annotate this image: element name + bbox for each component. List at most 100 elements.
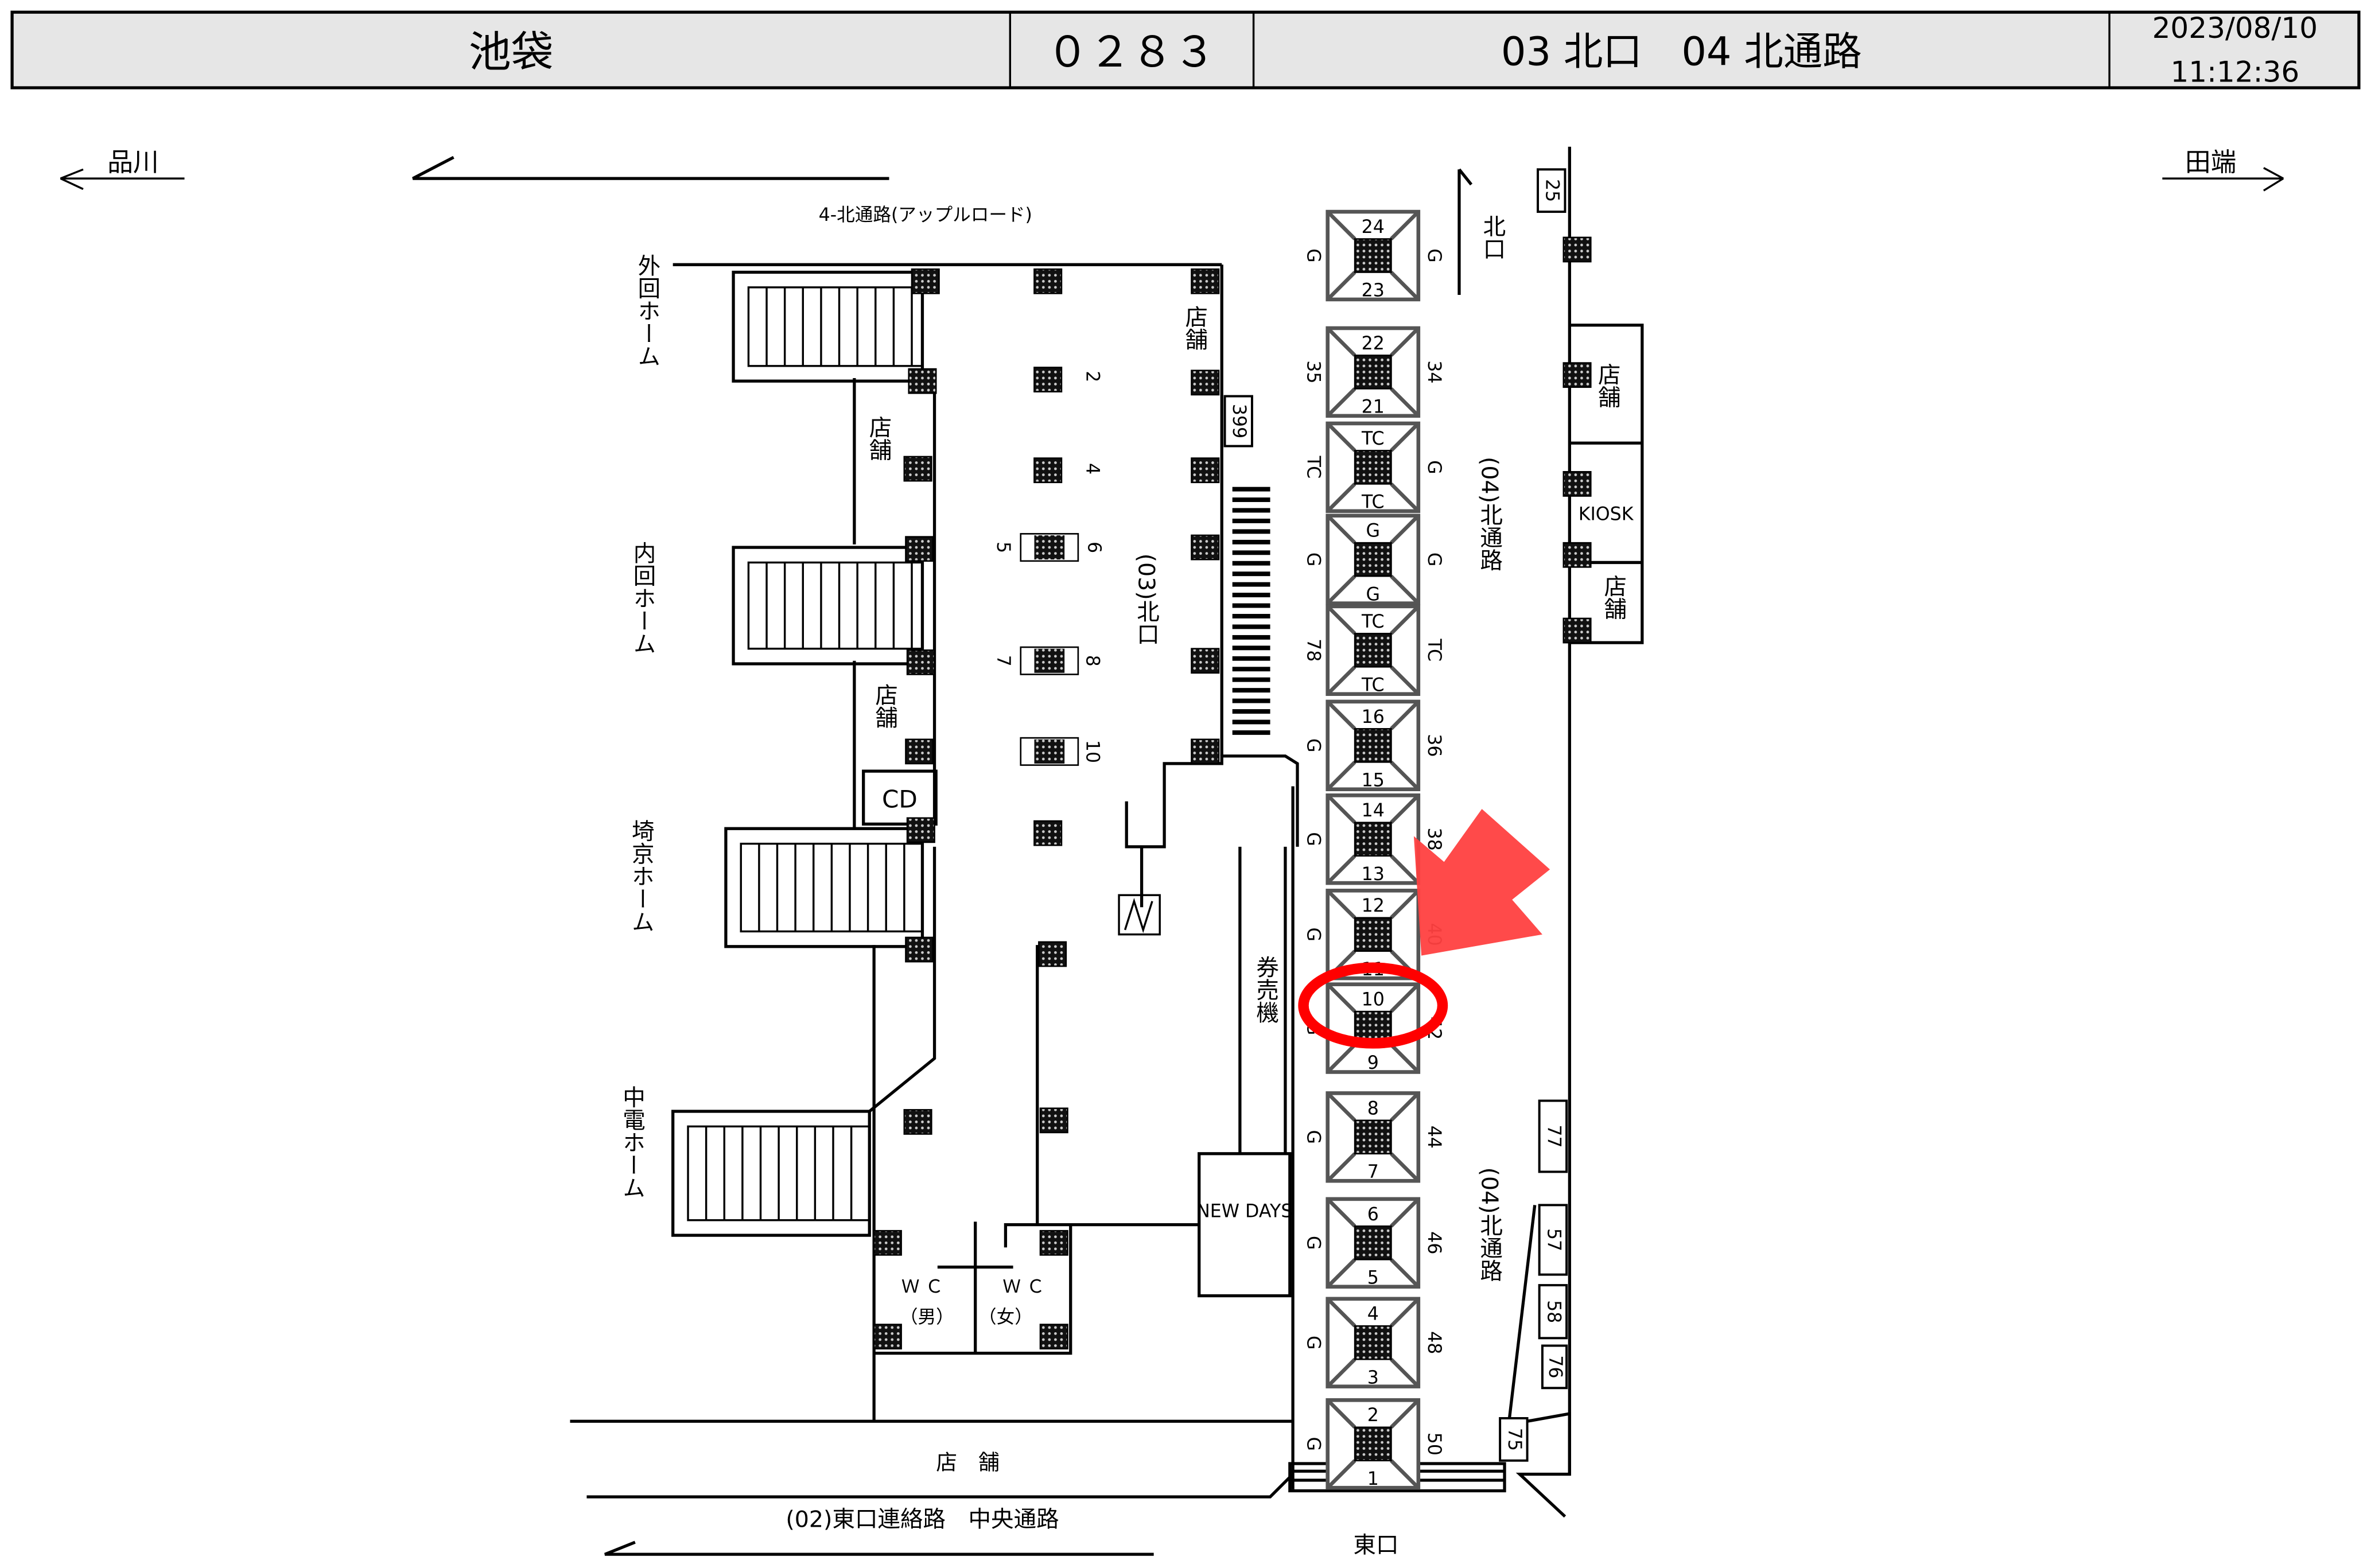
number-box — [1538, 1284, 1568, 1340]
gate-top-label: TC — [1361, 429, 1385, 449]
step — [1232, 561, 1270, 566]
gate-left-label: G — [1303, 1130, 1323, 1145]
step — [1232, 550, 1270, 555]
gate-marker — [1033, 367, 1063, 392]
pointer-arrow — [1413, 808, 1550, 956]
gate-diagonal — [1326, 854, 1356, 885]
step — [1232, 624, 1270, 629]
gate-diagonal — [1326, 326, 1356, 357]
shop-label-3: 店舗 — [872, 683, 898, 729]
gate-marker — [906, 649, 935, 675]
gate-right-label: 44 — [1424, 1126, 1444, 1149]
gate-number: 10 — [1082, 740, 1103, 763]
track-line-top — [412, 155, 889, 180]
gate-top-label: TC — [1361, 612, 1385, 632]
gate-bottom-label: 13 — [1362, 864, 1385, 885]
kitatsuro-label-1: (04)北通路 — [1476, 457, 1503, 571]
gate-diagonal — [1326, 700, 1356, 730]
newdays-label: NEW DAYS — [1196, 1201, 1292, 1221]
gate-bottom-label: 7 — [1367, 1162, 1379, 1182]
gate-diagonal — [1326, 793, 1356, 824]
area-name: 03 北口 04 北通路 — [1501, 29, 1862, 75]
ticket-gate[interactable]: 8 7 G 44 — [1303, 1091, 1444, 1183]
gate-bottom-label: TC — [1361, 492, 1385, 513]
walls — [570, 146, 1644, 1518]
gate-left-label: G — [1303, 738, 1323, 753]
gate-marker — [911, 268, 940, 294]
station-code: ０２８３ — [1047, 28, 1216, 77]
gate-right-label: G — [1424, 553, 1444, 567]
gate-reader — [1354, 355, 1392, 390]
shop-label-4: 店舗 — [1594, 363, 1620, 408]
gate-top-label: 8 — [1367, 1098, 1379, 1119]
gate-bottom-label: 3 — [1367, 1367, 1379, 1388]
gate-diagonal — [1326, 1092, 1356, 1122]
gate-marker — [905, 536, 934, 562]
number-box-label: 399 — [1229, 404, 1249, 438]
number-box — [1538, 1204, 1568, 1276]
step — [1232, 571, 1270, 577]
gate-markers — [873, 236, 1592, 1350]
gate-right-label: 34 — [1424, 360, 1444, 383]
gate-number: 4 — [1082, 463, 1103, 474]
wc-men-sub: （男） — [900, 1307, 954, 1328]
gate-left-label: G — [1303, 248, 1323, 262]
shop-label-5: 店舗 — [1600, 575, 1627, 620]
gate-marker — [1562, 617, 1592, 644]
gate-marker — [1191, 534, 1220, 561]
gate-diagonal — [1326, 210, 1356, 240]
kitaguchi-03-label: (03)北口 — [1133, 554, 1159, 645]
step — [1232, 719, 1270, 725]
step — [1232, 698, 1270, 703]
header-bar: 池袋 ０２８３ 03 北口 04 北通路 2023/08/10 11:12:36 — [10, 10, 2361, 90]
gate-diagonal — [1390, 1297, 1420, 1328]
highlight-circle — [1298, 962, 1448, 1049]
gate-diagonal — [1326, 605, 1356, 635]
gate-bottom-label: 15 — [1362, 770, 1385, 791]
gate-diagonal — [1326, 760, 1356, 791]
gate-reader — [1354, 1426, 1392, 1462]
stair-outline — [724, 827, 924, 948]
gate-marker — [1033, 268, 1063, 294]
gate-diagonal — [1326, 1399, 1356, 1429]
apple-road-label: 4-北通路(アップルロード) — [819, 205, 1032, 225]
gate-marker — [1191, 369, 1220, 396]
stair-inner — [747, 286, 924, 367]
track-line-bottom — [604, 1540, 1154, 1556]
gate-bottom-label: 9 — [1367, 1053, 1379, 1073]
gate-top-label: G — [1366, 521, 1381, 542]
gate-diagonal — [1326, 1197, 1356, 1228]
gate-marker — [1191, 738, 1220, 765]
gate-marker — [1191, 648, 1220, 674]
gate-diagonal — [1326, 1043, 1356, 1073]
gate-right-label: 50 — [1424, 1433, 1444, 1456]
gate-marker — [1039, 1230, 1068, 1256]
number-box — [1541, 1344, 1568, 1390]
step — [1232, 688, 1270, 693]
ticket-machine-label: 券売機 — [1253, 956, 1279, 1024]
number-box — [1537, 168, 1567, 213]
gate-right-label: G — [1424, 248, 1444, 262]
gate-top-label: 14 — [1362, 800, 1385, 821]
gate-right-label: 46 — [1424, 1231, 1444, 1254]
gate-diagonal — [1390, 1399, 1420, 1429]
gate-right-label: G — [1424, 460, 1444, 474]
shop-label-1: 店舗 — [1181, 305, 1208, 351]
gate-marker — [873, 1324, 902, 1350]
ticket-gate[interactable]: 1211G40 — [1303, 888, 1444, 981]
step — [1232, 667, 1270, 672]
number-box-label: 76 — [1545, 1355, 1565, 1378]
gate-left-label: 35 — [1303, 360, 1323, 383]
number-box-label: 75 — [1504, 1428, 1525, 1451]
